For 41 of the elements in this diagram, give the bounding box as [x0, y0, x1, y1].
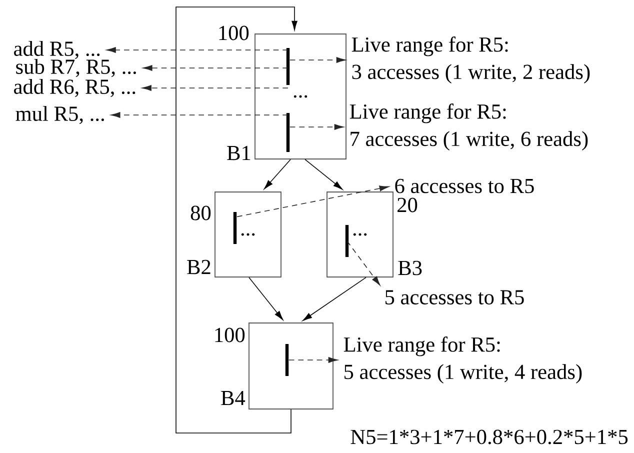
- block-label: B3: [398, 260, 422, 276]
- block-label: 20: [398, 198, 418, 212]
- block-label: B2: [187, 260, 210, 274]
- basic-block-box: [248, 322, 334, 410]
- annotation-text: Live range for R5: 5 accesses (1 write, 4 reads): [344, 336, 582, 384]
- live-range-bar: [345, 225, 349, 257]
- block-label: 100: [215, 328, 245, 342]
- block-label: 100: [219, 26, 249, 40]
- arrow: [302, 277, 366, 321]
- arrow: [304, 159, 343, 190]
- instruction-text: sub R7, R5, ...: [16, 58, 136, 78]
- arrow: [176, 6, 298, 434]
- dashed-arrow: [346, 240, 380, 286]
- block-label: B1: [227, 146, 250, 160]
- block-label: 80: [190, 206, 211, 220]
- arrow: [248, 277, 284, 320]
- live-range-bar: [285, 344, 289, 376]
- dashed-arrow: [236, 186, 389, 218]
- dashed-arrow: [289, 124, 344, 130]
- instruction-text: add R6, R5, ...: [14, 78, 136, 98]
- instruction-text: add R5, ...: [14, 40, 100, 60]
- dashed-arrow: [288, 357, 338, 363]
- annotation-text: Live range for R5: 3 accesses (1 write, 2 reads): [352, 36, 590, 84]
- arrow: [264, 159, 291, 190]
- instruction-text: mul R5, ...: [16, 106, 104, 124]
- basic-block-box: ...: [214, 192, 282, 278]
- annotation-text: 5 accesses to R5: [386, 290, 524, 304]
- annotation-text: Live range for R5: 7 accesses (1 write, 6 reads): [350, 104, 588, 150]
- dashed-arrow: [142, 85, 288, 91]
- live-range-bar: [233, 212, 237, 244]
- dashed-arrow: [110, 112, 288, 118]
- live-range-bar: [286, 48, 290, 85]
- live-range-bar: [286, 113, 290, 152]
- dashed-arrow: [142, 65, 288, 71]
- formula-text: N5=1*3+1*7+0.8*6+0.2*5+1*5: [350, 430, 628, 444]
- basic-block-box: ...: [254, 34, 346, 160]
- dashed-arrow: [289, 57, 346, 63]
- block-label: B4: [221, 390, 246, 406]
- annotation-text: 6 accesses to R5: [395, 178, 534, 194]
- basic-block-box: ...: [326, 192, 394, 278]
- dashed-arrow: [106, 47, 288, 53]
